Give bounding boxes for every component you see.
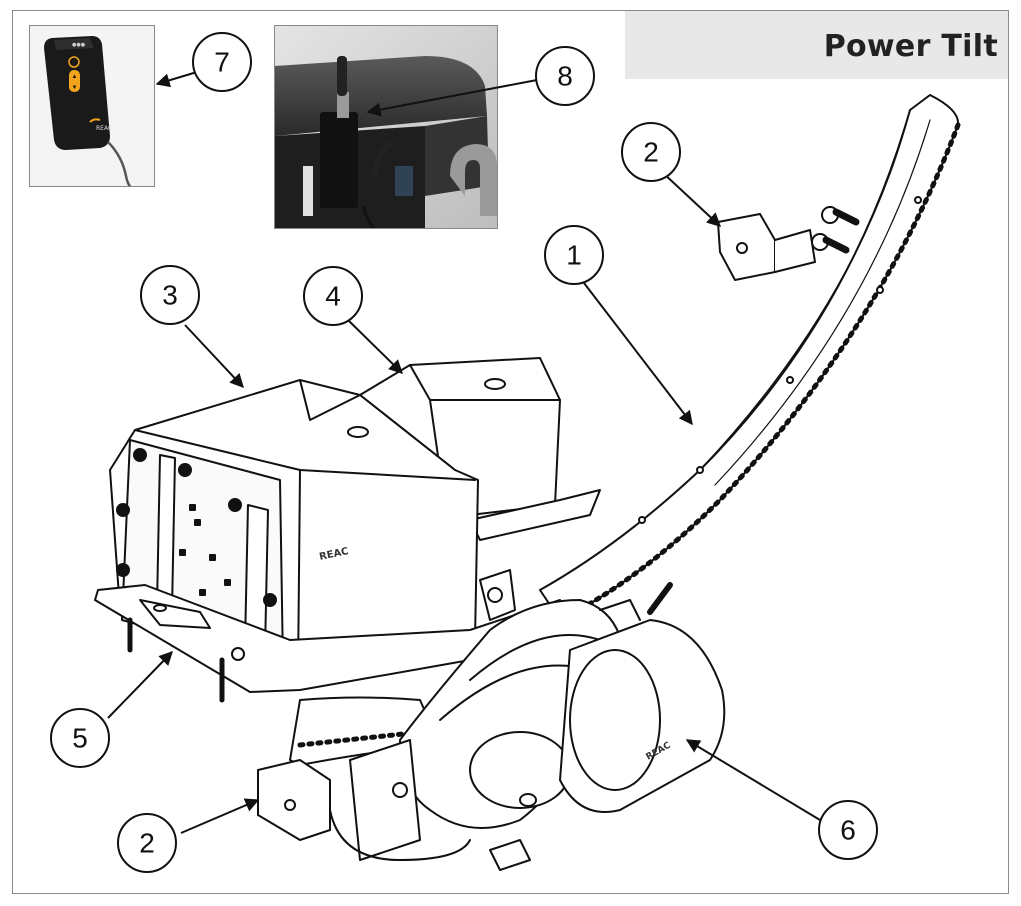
tilt-switch-image [275, 26, 497, 228]
svg-text:▲: ▲ [72, 74, 78, 80]
drive-motor [559, 582, 726, 813]
leader-2-top [661, 171, 722, 227]
remote-brand-logo: REAC [96, 125, 112, 132]
svg-text:●●●: ●●● [72, 42, 86, 48]
callout-2-top-label: 2 [643, 137, 659, 168]
callout-4-circle [303, 266, 363, 326]
callout-7-label: 7 [214, 47, 230, 78]
callout-8-label: 8 [557, 61, 573, 92]
leader-6 [685, 739, 821, 821]
power-button-icon [68, 56, 80, 68]
callout-1-label: 1 [566, 240, 582, 271]
inset-switch-photo [274, 25, 498, 229]
page-title: Power Tilt [823, 29, 998, 64]
callout-8-circle [535, 46, 595, 106]
leader-5 [107, 650, 173, 719]
toggle-lever [337, 56, 347, 96]
inset-remote-photo: ●●● ▲ ▼ REAC [29, 25, 155, 187]
lower-mounting-bracket [257, 759, 331, 841]
remote-cable [107, 141, 132, 186]
gear-rack-rail [539, 94, 961, 623]
leader-1 [583, 282, 693, 426]
push-handle [450, 144, 497, 216]
upper-mounting-bracket [717, 206, 860, 281]
callout-2-bottom-circle [117, 813, 177, 873]
callout-3-circle [140, 265, 200, 325]
callout-5-label: 5 [72, 723, 88, 754]
hand-remote-image: ●●● ▲ ▼ REAC [30, 26, 154, 186]
callout-2-bottom-label: 2 [139, 828, 155, 859]
callout-7-circle [192, 32, 252, 92]
leader-2-bottom [180, 798, 260, 834]
callout-6-circle [818, 800, 878, 860]
leader-8 [366, 79, 538, 117]
callout-1-circle [544, 225, 604, 285]
callout-3-label: 3 [162, 280, 178, 311]
callout-5-circle [50, 708, 110, 768]
callout-4-label: 4 [325, 281, 341, 312]
callout-2-top-circle [621, 122, 681, 182]
callout-6-label: 6 [840, 815, 856, 846]
leader-3 [184, 324, 244, 389]
leader-4 [347, 319, 403, 374]
switch-housing [320, 112, 358, 208]
svg-text:▼: ▼ [72, 85, 78, 91]
leader-7 [155, 71, 198, 88]
title-banner: Power Tilt [625, 11, 1008, 79]
rear-actuator-box [359, 357, 601, 541]
tilt-rocker-icon [69, 70, 80, 92]
